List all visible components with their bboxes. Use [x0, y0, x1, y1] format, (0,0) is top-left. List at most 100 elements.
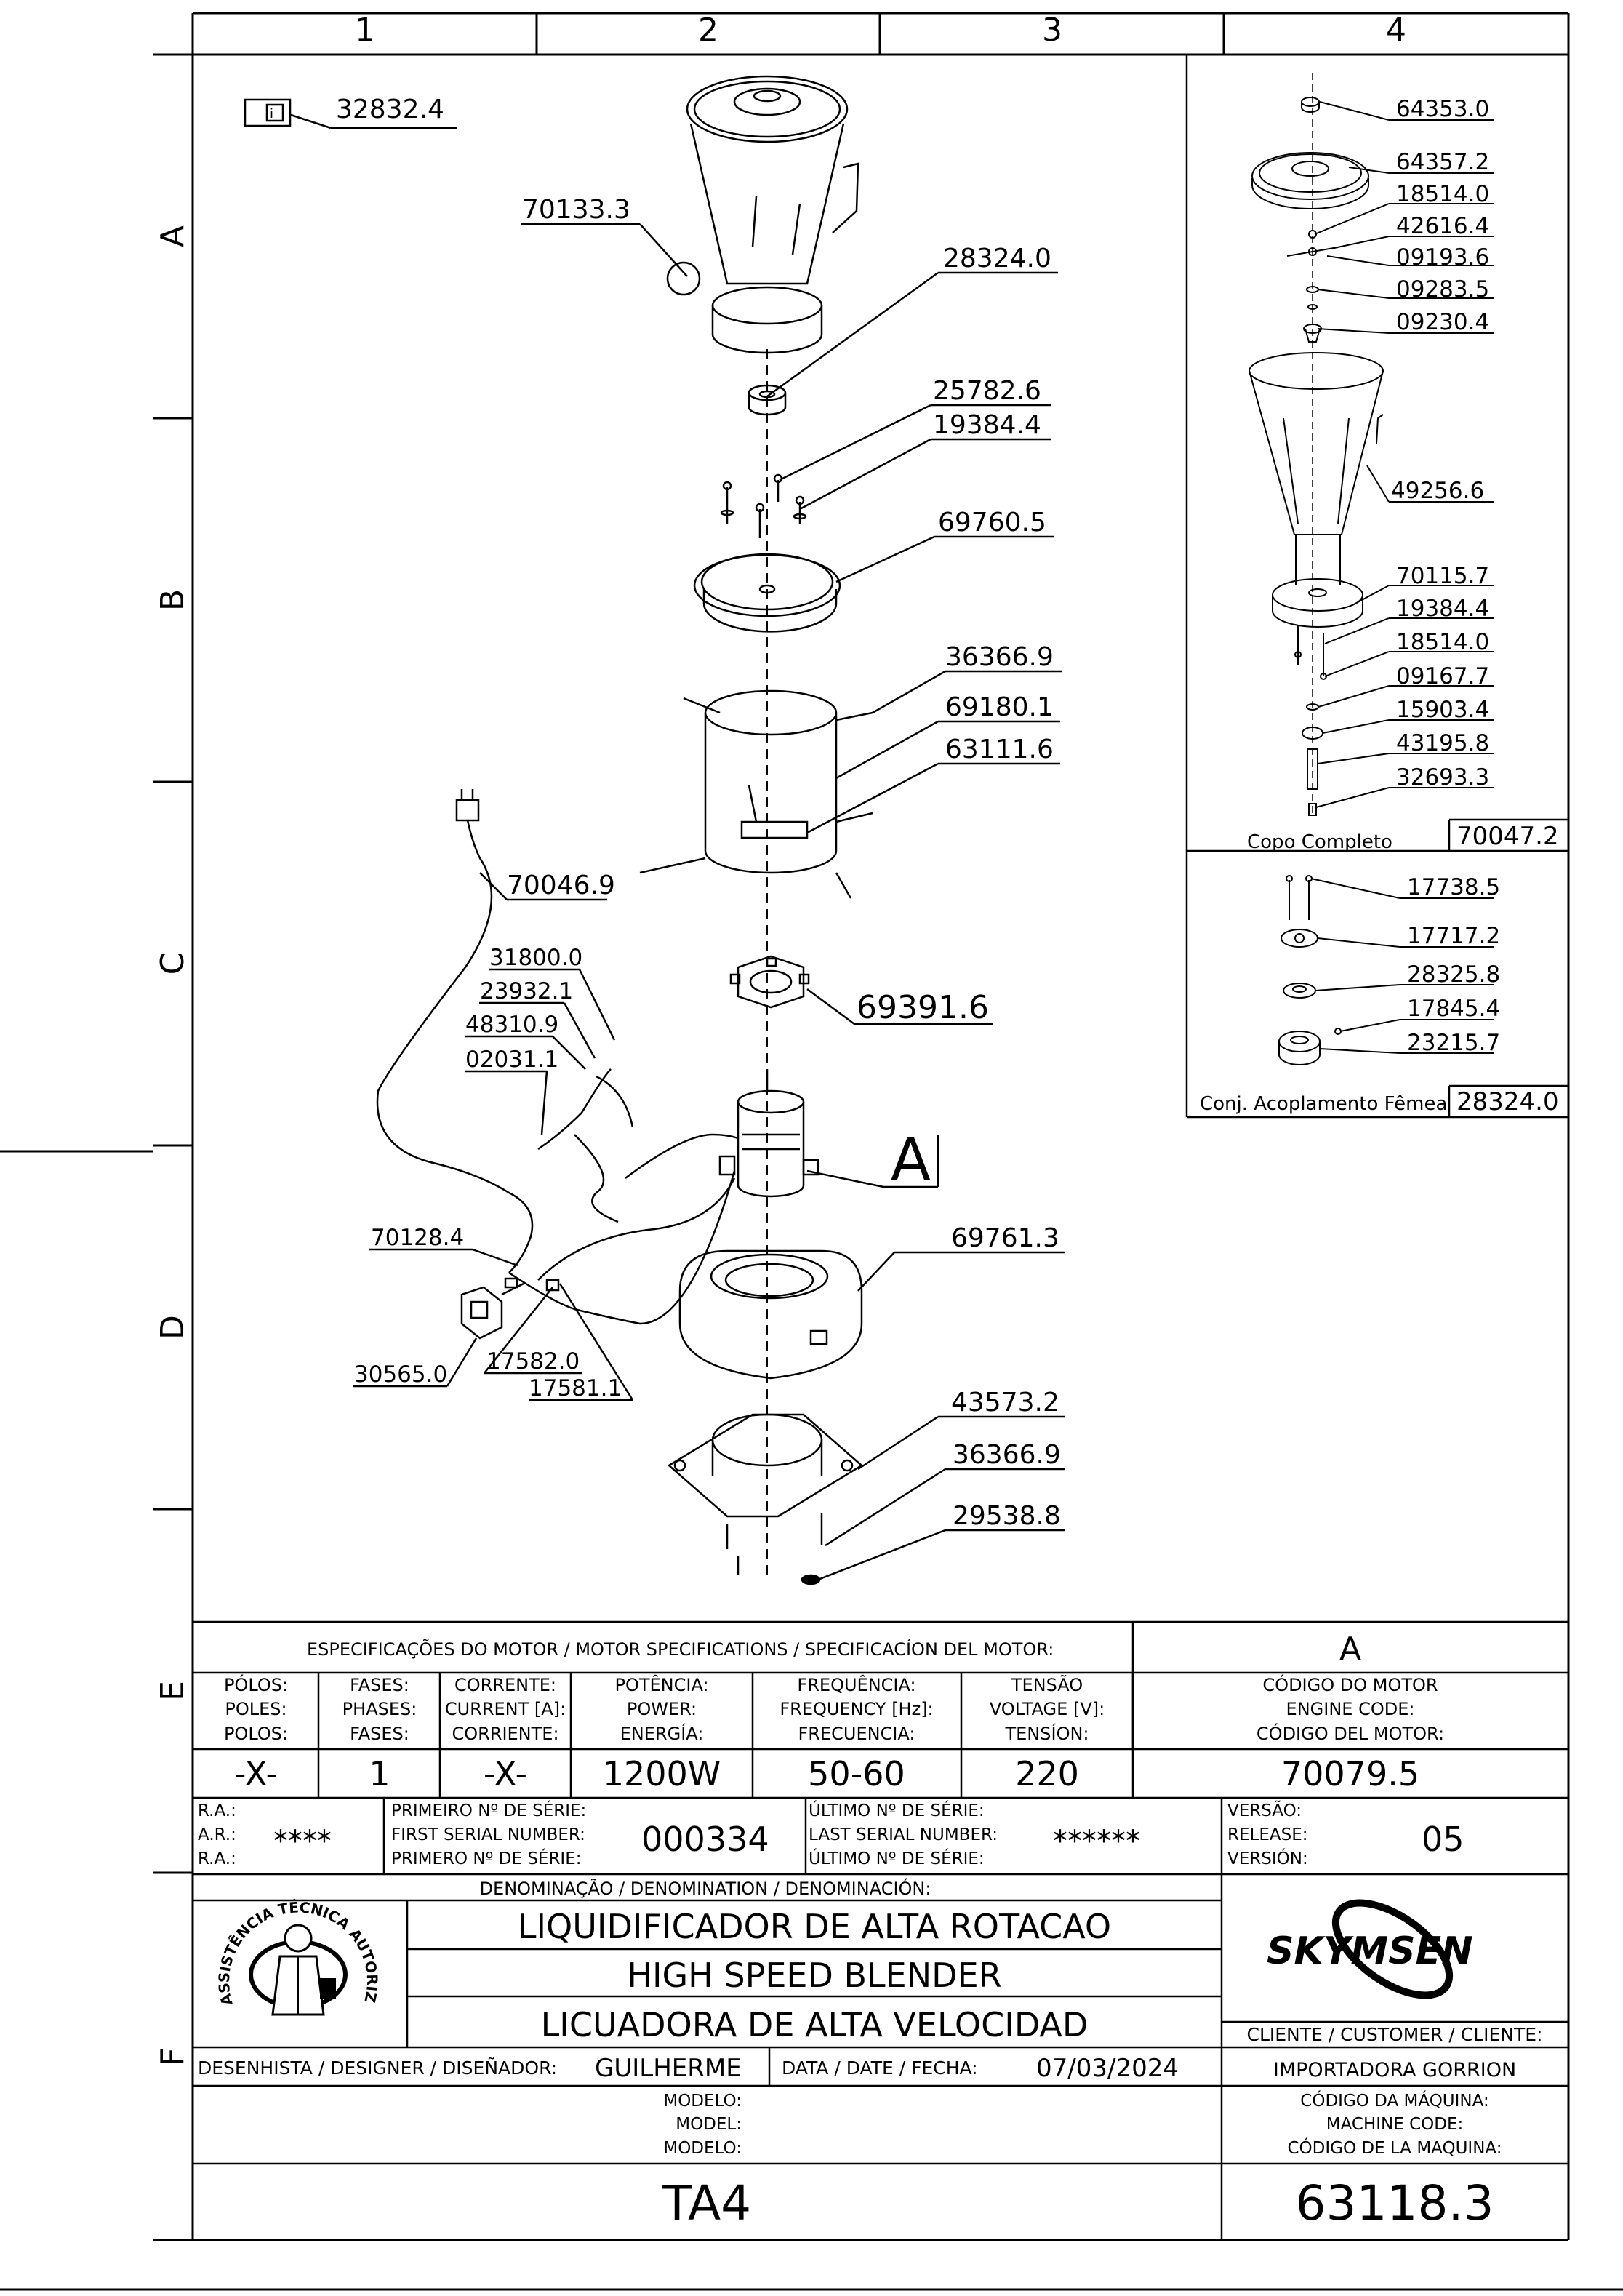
acoplamento-part-label: 28325.8: [1407, 961, 1500, 988]
copo-part-label: 15903.4: [1396, 697, 1489, 723]
spec-label: CORRENTE:: [454, 1675, 556, 1695]
denomination-header: DENOMINAÇÃO / DENOMINATION / DENOMINACIÓ…: [480, 1877, 931, 1899]
row-label-a: A: [154, 225, 191, 247]
designer-label: DESENHISTA / DESIGNER / DISEÑADOR:: [198, 2057, 557, 2079]
first-serial-label: FIRST SERIAL NUMBER:: [391, 1825, 585, 1844]
first-serial-label: PRIMEIRO Nº DE SÉRIE:: [391, 1800, 586, 1820]
column-label-2: 2: [698, 12, 718, 49]
callout-70046-9: 70046.9: [507, 871, 615, 900]
spec-value-phases: 1: [369, 1754, 390, 1793]
last-serial-label: ÚLTIMO Nº DE SÉRIE:: [809, 1800, 985, 1820]
version-value: 05: [1422, 1820, 1464, 1859]
screws-drawing: [720, 473, 807, 538]
copo-completo-labels: 64353.0 64357.2 18514.0 42616.4 09193.6 …: [1247, 96, 1559, 853]
spec-label: POLOS:: [224, 1724, 288, 1744]
callout-69761-3: 69761.3: [951, 1223, 1059, 1253]
callout-31800-0: 31800.0: [489, 945, 582, 971]
copo-part-label: 09230.4: [1396, 309, 1489, 335]
upper-base-ring-drawing: [693, 553, 841, 633]
last-serial-label: ÚLTIMO Nº DE SÉRIE:: [809, 1848, 985, 1868]
row-labels: A B C D E F: [154, 225, 191, 2066]
acoplamento-part-label: 17738.5: [1407, 874, 1500, 900]
spec-label: CÓDIGO DEL MOTOR:: [1257, 1722, 1444, 1744]
copo-part-label: 19384.4: [1396, 596, 1489, 622]
acoplamento-part-label: 23215.7: [1407, 1030, 1500, 1056]
denomination-es: LICUADORA DE ALTA VELOCIDAD: [541, 2005, 1089, 2044]
main-callouts: 32832.4 70133.3 28324.0 25782.6 19384.4 …: [336, 95, 1061, 1531]
callout-36366-9-b: 36366.9: [953, 1440, 1061, 1470]
acoplamento-drawing: [1278, 875, 1342, 1065]
last-serial-label: LAST SERIAL NUMBER:: [809, 1825, 998, 1844]
ra-value: ****: [273, 1825, 332, 1858]
main-exploded-view: i: [244, 75, 873, 1585]
callout-17581-1: 17581.1: [529, 1375, 622, 1401]
skymsen-logo: SKYMSEN: [1267, 1899, 1473, 1999]
spec-label: FREQUÊNCIA:: [797, 1674, 915, 1695]
switch-drawing: [460, 1277, 560, 1340]
authorized-service-seal: ASSISTÊNCIA TÉCNICA AUTORIZADA: [0, 0, 381, 2016]
acoplamento-title: Conj. Acoplamento Fêmea: [1200, 1093, 1447, 1115]
spec-label: CÓDIGO DO MOTOR: [1262, 1673, 1438, 1695]
model-row: MODELO: MODEL: MODELO:: [663, 2092, 742, 2158]
callout-36366-9-a: 36366.9: [945, 642, 1054, 672]
denomination-block: DENOMINAÇÃO / DENOMINATION / DENOMINACIÓ…: [480, 1877, 1112, 2044]
callout-69760-5: 69760.5: [938, 508, 1046, 537]
machine-code-label: CÓDIGO DE LA MAQUINA:: [1287, 2137, 1502, 2158]
machine-code-label: CÓDIGO DA MÁQUINA:: [1300, 2090, 1488, 2111]
callout-19384-4: 19384.4: [933, 410, 1041, 440]
model-label: MODELO:: [663, 2092, 742, 2111]
copo-part-label: 49256.6: [1391, 478, 1484, 504]
copo-completo-title: Copo Completo: [1247, 831, 1392, 853]
callout-63111-6: 63111.6: [945, 735, 1054, 764]
spec-value-poles: -X-: [234, 1754, 278, 1793]
copo-completo-leaders: [1314, 101, 1494, 808]
designer-name: GUILHERME: [595, 2054, 742, 2083]
spec-label: POTÊNCIA:: [614, 1674, 708, 1695]
spec-value-voltage: 220: [1015, 1754, 1079, 1793]
copo-part-label: 09167.7: [1396, 663, 1489, 689]
machine-code-labels: CÓDIGO DA MÁQUINA: MACHINE CODE: CÓDIGO …: [1287, 2090, 1502, 2158]
info-reference-label: 32832.4: [336, 95, 444, 124]
copo-part-label: 18514.0: [1396, 629, 1489, 655]
callout-69180-1: 69180.1: [945, 692, 1054, 722]
column-label-3: 3: [1042, 12, 1062, 49]
callout-70133-3: 70133.3: [522, 195, 630, 225]
acoplamento-part-label: 17845.4: [1407, 996, 1500, 1022]
callout-69391-6: 69391.6: [857, 989, 989, 1026]
callout-48310-9: 48310.9: [465, 1012, 558, 1038]
row-label-d: D: [154, 1315, 191, 1340]
spec-label: TENSÍON:: [1004, 1723, 1089, 1744]
date-label: DATA / DATE / FECHA:: [782, 2057, 978, 2079]
row-label-b: B: [154, 589, 191, 611]
callout-02031-1: 02031.1: [465, 1047, 558, 1073]
first-serial-label: PRIMERO Nº DE SÉRIE:: [391, 1848, 582, 1868]
copo-part-label: 09193.6: [1396, 244, 1489, 271]
power-cord-drawing: [376, 789, 739, 1325]
customer-name: IMPORTADORA GORRION: [1273, 2059, 1516, 2081]
row-label-e: E: [154, 1681, 191, 1701]
brand-name: SKYMSEN: [1267, 1929, 1473, 1973]
callout-28324-0: 28324.0: [943, 244, 1051, 273]
detail-panel-frame: [1185, 55, 1568, 1119]
version-label: RELEASE:: [1227, 1825, 1307, 1844]
spec-label: FASES:: [350, 1724, 409, 1744]
model-value: TA4: [662, 2175, 751, 2231]
first-serial-value: 000334: [641, 1820, 769, 1859]
spec-value-frequency: 50-60: [808, 1754, 905, 1793]
callout-30565-0: 30565.0: [354, 1361, 447, 1388]
row-label-c: C: [154, 953, 191, 975]
last-serial-value: ******: [1053, 1825, 1140, 1858]
coupler-drawing: [748, 384, 787, 416]
spec-label: VOLTAGE [V]:: [990, 1699, 1105, 1719]
callout-23932-1: 23932.1: [480, 978, 573, 1004]
blender-jar-drawing: [666, 75, 859, 354]
copo-part-label: 09283.5: [1396, 276, 1489, 303]
column-label-1: 1: [355, 12, 375, 49]
date-value: 07/03/2024: [1036, 2054, 1179, 2083]
spec-label: POWER:: [627, 1699, 697, 1719]
copo-part-label: 18514.0: [1396, 181, 1489, 207]
spec-label: CURRENT [A]:: [445, 1699, 566, 1719]
main-leader-lines: [290, 113, 1065, 1581]
callout-43573-2: 43573.2: [951, 1388, 1059, 1417]
spec-value-engine-code: 70079.5: [1281, 1754, 1419, 1793]
